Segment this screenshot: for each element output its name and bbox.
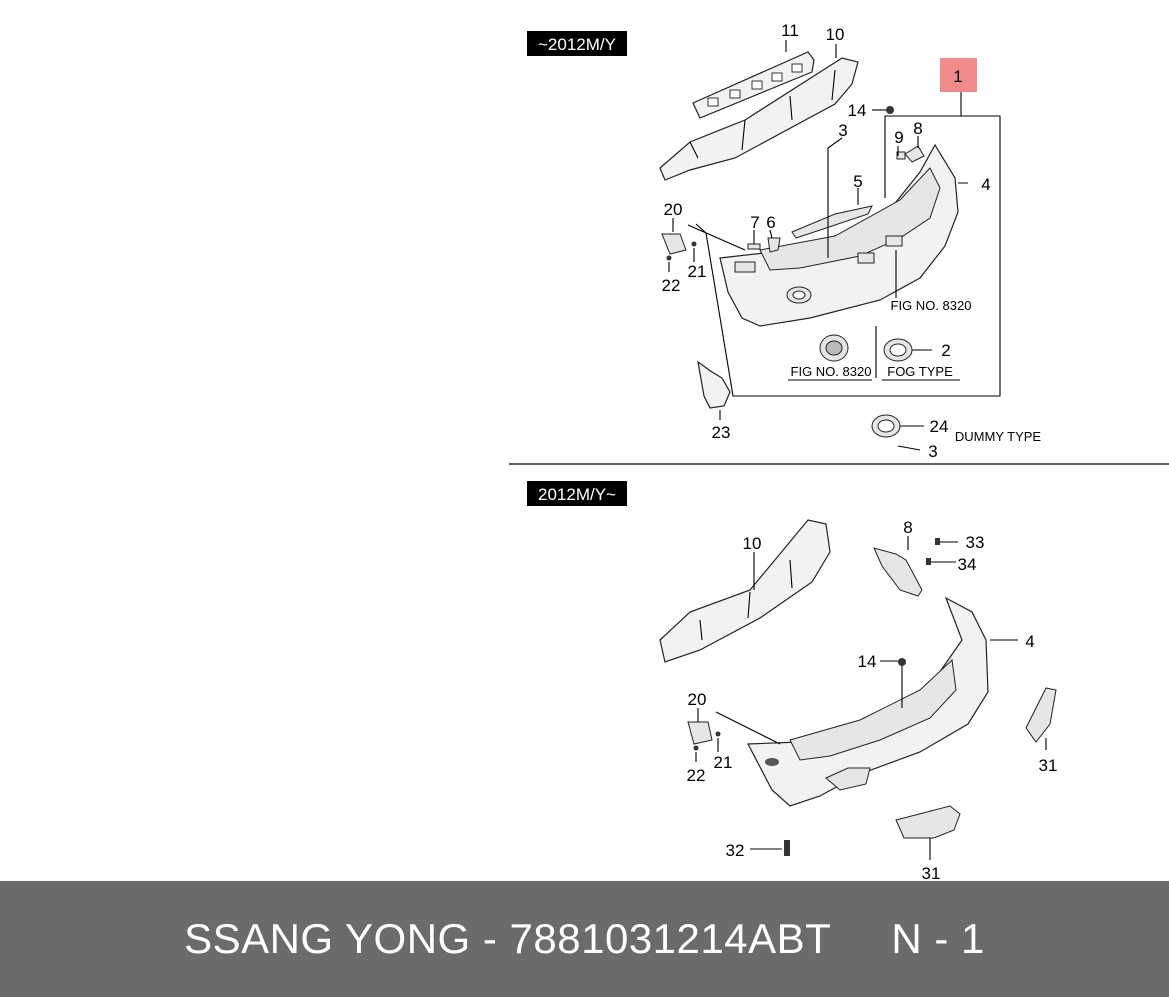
part-20-bracket-new	[687, 721, 713, 745]
callout-8: 8	[913, 119, 922, 138]
callout-22-new: 22	[687, 766, 706, 785]
footer-page: N - 1	[891, 915, 985, 962]
part-32-bolt	[784, 840, 790, 856]
callout-3b: 3	[928, 442, 937, 461]
callout-24: 24	[930, 417, 949, 436]
callout-20-new: 20	[688, 690, 707, 709]
callout-32: 32	[726, 841, 745, 860]
top-section: ~2012M/Y 1	[527, 21, 1041, 461]
part-9-8-clips	[896, 145, 925, 163]
callout-23: 23	[712, 423, 731, 442]
part-20-bracket	[661, 233, 697, 261]
part-10-absorber-new	[659, 519, 831, 663]
callout-33: 33	[966, 533, 985, 552]
footer-part-number: 7881031214ABT	[509, 915, 831, 962]
part-31-grille-right	[1025, 687, 1057, 743]
footer-bar: SSANG YONG - 7881031214ABT N - 1	[0, 881, 1169, 997]
part-14-nut-new	[898, 658, 906, 666]
callout-1-highlight	[940, 58, 977, 92]
callout-31-right: 31	[1039, 756, 1058, 775]
callout-7: 7	[750, 213, 759, 232]
top-year-label: ~2012M/Y	[538, 35, 616, 54]
part-5-trim	[791, 205, 873, 239]
callout-11: 11	[781, 21, 799, 40]
part-8-bracket-new	[873, 547, 923, 597]
part-10-absorber	[659, 57, 859, 181]
part-24-dummy-cover	[871, 414, 901, 438]
parts-diagram: ~2012M/Y 1	[509, 21, 1169, 881]
callout-4-new: 4	[1025, 632, 1034, 651]
callout-10-new: 10	[743, 534, 762, 553]
dummy-type-label: DUMMY TYPE	[955, 429, 1042, 444]
bottom-year-label-bg	[527, 481, 627, 506]
callout-9: 9	[894, 128, 903, 147]
callout-2: 2	[941, 341, 950, 360]
callout-22: 22	[662, 276, 681, 295]
footer-separator: -	[470, 915, 510, 962]
callout-1: 1	[953, 67, 962, 86]
callout-21: 21	[688, 262, 707, 281]
bottom-section: 2012M/Y~	[527, 481, 1057, 881]
callout-5: 5	[853, 172, 862, 191]
callout-3: 3	[838, 121, 847, 140]
fig-ref-1: FIG NO. 8320	[891, 298, 972, 313]
part-11-bracket	[692, 51, 815, 119]
footer-gap	[831, 915, 892, 962]
callout-20: 20	[664, 200, 683, 219]
callout-4: 4	[981, 175, 990, 194]
footer-text: SSANG YONG - 7881031214ABT N - 1	[184, 915, 985, 963]
callout-31-lower: 31	[922, 864, 941, 881]
part-4-bumper	[719, 143, 959, 327]
callout-14: 14	[848, 101, 867, 120]
part-31-grille-lower	[895, 805, 961, 839]
callout-10: 10	[826, 25, 845, 44]
callout-14-new: 14	[858, 652, 877, 671]
part-2-fog-cover	[883, 338, 913, 362]
callout-6: 6	[766, 213, 775, 232]
fog-type-label: FOG TYPE	[887, 364, 953, 379]
callout-8-new: 8	[903, 518, 912, 537]
top-year-label-bg	[527, 31, 627, 56]
part-14-nut	[886, 106, 894, 114]
part-23-mudflap	[697, 360, 731, 409]
callout-34: 34	[958, 555, 977, 574]
fog-lamp-fig	[819, 334, 849, 362]
bottom-year-label: 2012M/Y~	[538, 485, 616, 504]
callout-21-new: 21	[714, 753, 733, 772]
part-4-bumper-new	[747, 596, 989, 807]
footer-brand: SSANG YONG	[184, 915, 471, 962]
fig-ref-2: FIG NO. 8320	[791, 364, 872, 379]
